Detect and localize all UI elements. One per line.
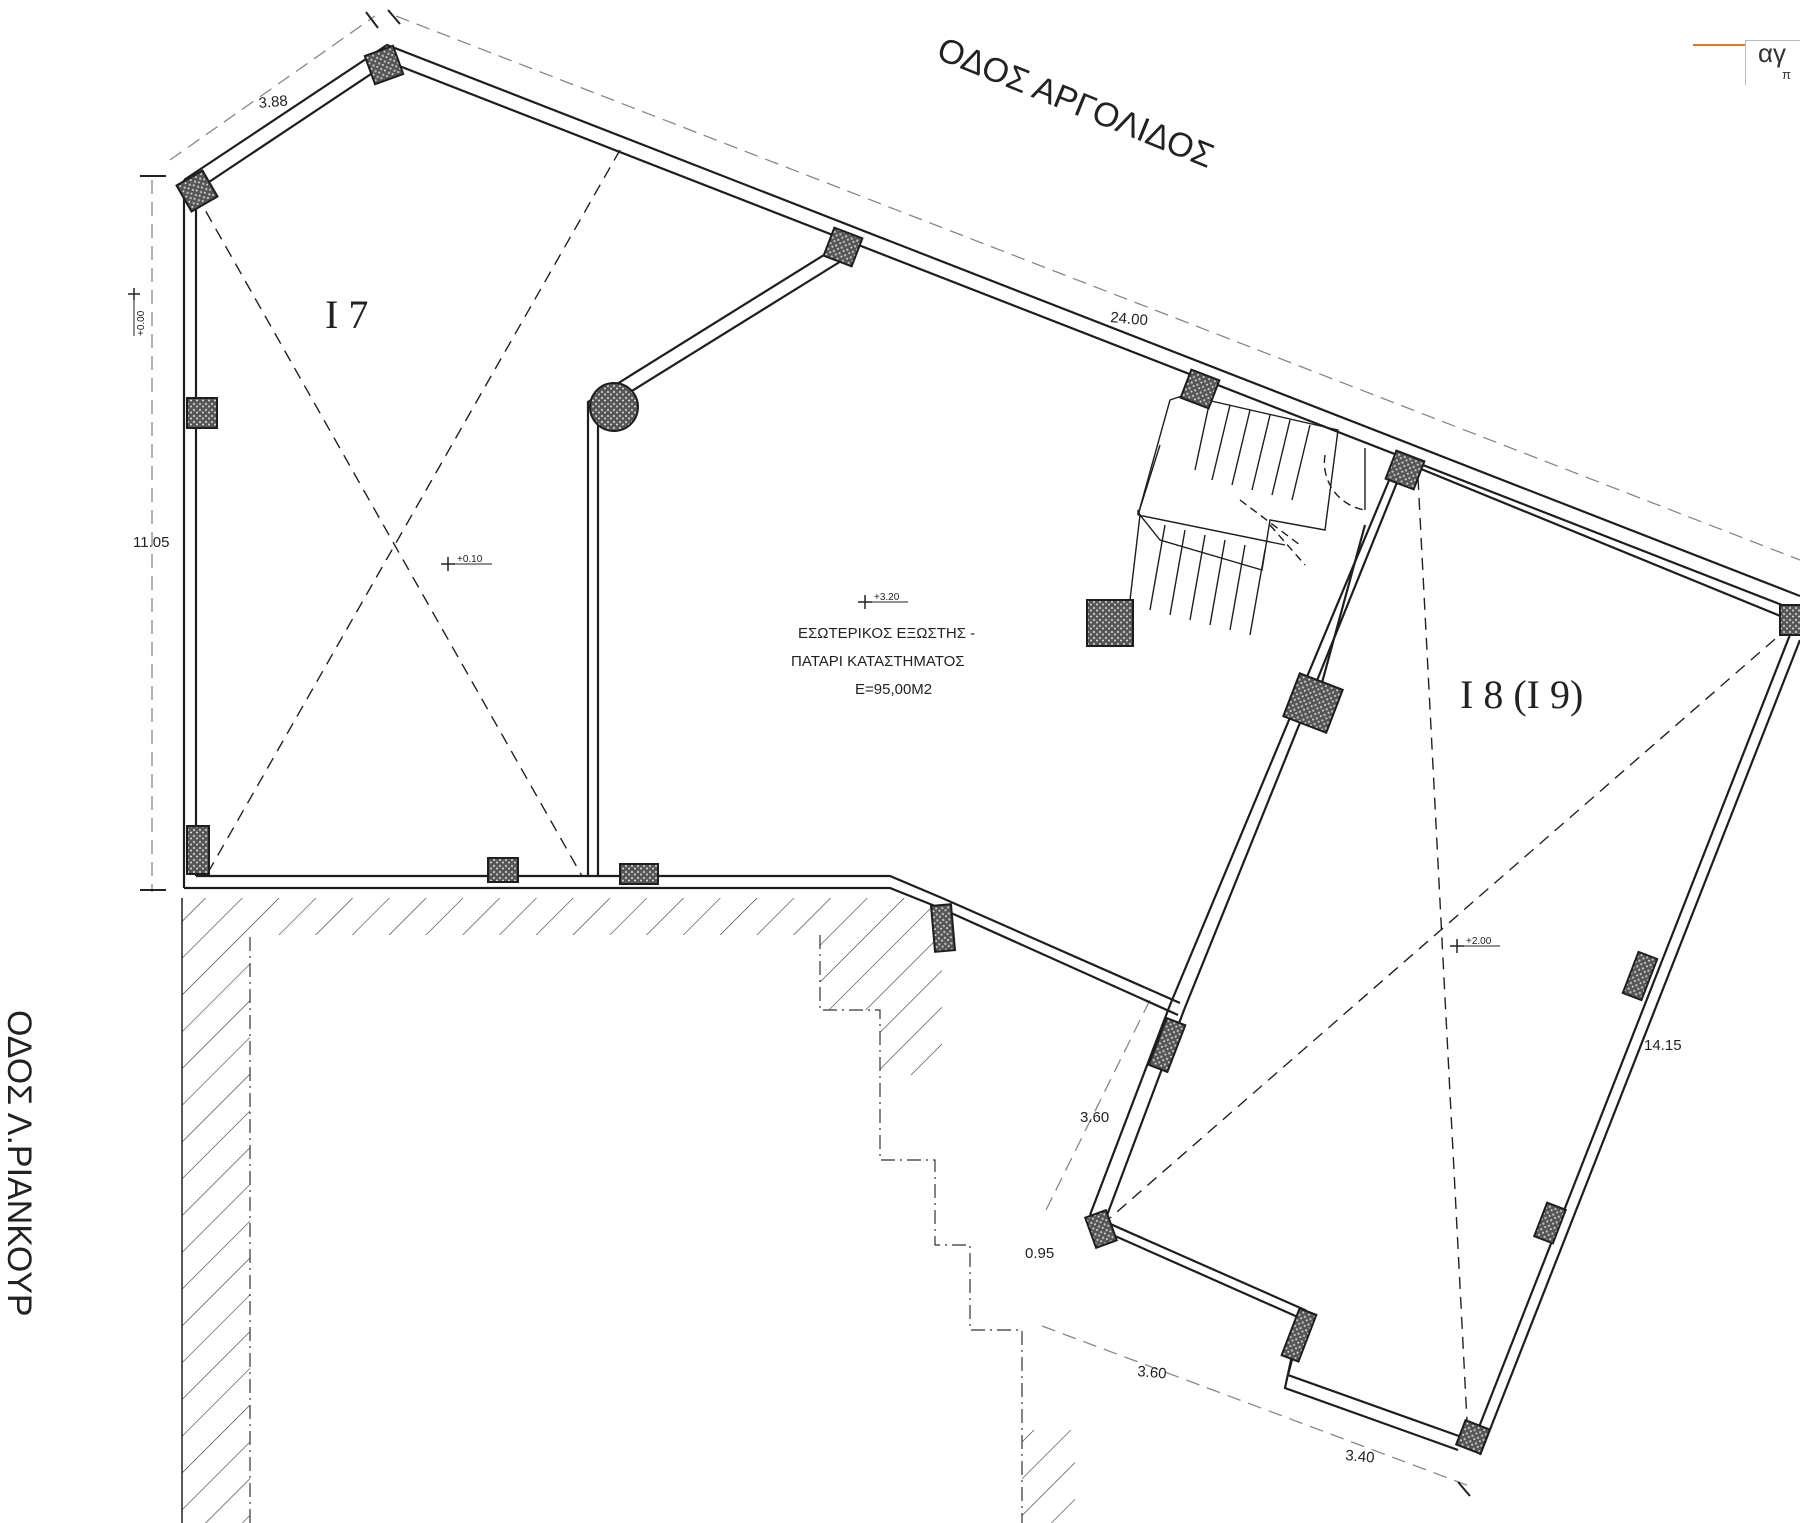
logo-subtext: π <box>1782 67 1791 82</box>
elevation-marker-i8 <box>1450 939 1500 953</box>
dim-bottom-mid: 3.60 <box>1137 1363 1168 1382</box>
logo-box <box>1745 40 1800 85</box>
elevation-label-i8: +2.00 <box>1466 936 1492 947</box>
street-argolidos: ΟΔΟΣ ΑΡΓΟΛΙΔΟΣ <box>932 30 1219 175</box>
mezzanine-line2: ΠΑΤΑΡΙ ΚΑΤΑΣΤΗΜΑΤΟΣ <box>791 653 965 670</box>
staircase <box>1129 394 1366 636</box>
elevation-label-i7: +0.10 <box>457 554 483 565</box>
neighbour-inner-outline <box>249 935 1023 1523</box>
elevation-label-mezzanine: +3.20 <box>874 592 900 603</box>
room-label-i8: Ι 8 (Ι 9) <box>1460 672 1583 717</box>
elevation-marker-mezzanine <box>858 595 908 609</box>
elevation-label-left: +0.00 <box>136 310 147 336</box>
dim-small: 0.95 <box>1025 1245 1054 1262</box>
dim-top-left: 3.88 <box>258 93 289 112</box>
dim-top: 24.00 <box>1110 309 1149 329</box>
neighbour-inner-white <box>250 935 1022 1523</box>
dim-mid: 3.60 <box>1080 1109 1109 1126</box>
elevation-marker-left <box>128 288 140 336</box>
room-label-i7: Ι 7 <box>325 292 368 337</box>
logo-text: αγ <box>1758 38 1787 68</box>
street-riankour: ΟΔΟΣ Λ.ΡΙΑΝΚΟΥΡ <box>0 1010 38 1317</box>
mezzanine-line1: ΕΣΩΤΕΡΙΚΟΣ ΕΞΩΣΤΗΣ - <box>798 625 975 642</box>
round-column <box>589 382 639 432</box>
building-walls <box>182 43 1800 1456</box>
dim-left: 11.05 <box>133 534 169 551</box>
columns <box>175 44 1800 1456</box>
void-diagonals <box>195 149 1791 1441</box>
elevation-marker-i7 <box>441 557 492 571</box>
elevation-markers <box>128 288 1500 953</box>
mezzanine-line3: Ε=95,00Μ2 <box>855 681 932 698</box>
dim-bottom-right: 3.40 <box>1345 1447 1376 1466</box>
property-line-dashed <box>151 15 1800 1488</box>
dimension-ticks <box>140 9 1471 1497</box>
dim-right: 14.15 <box>1644 1037 1682 1054</box>
